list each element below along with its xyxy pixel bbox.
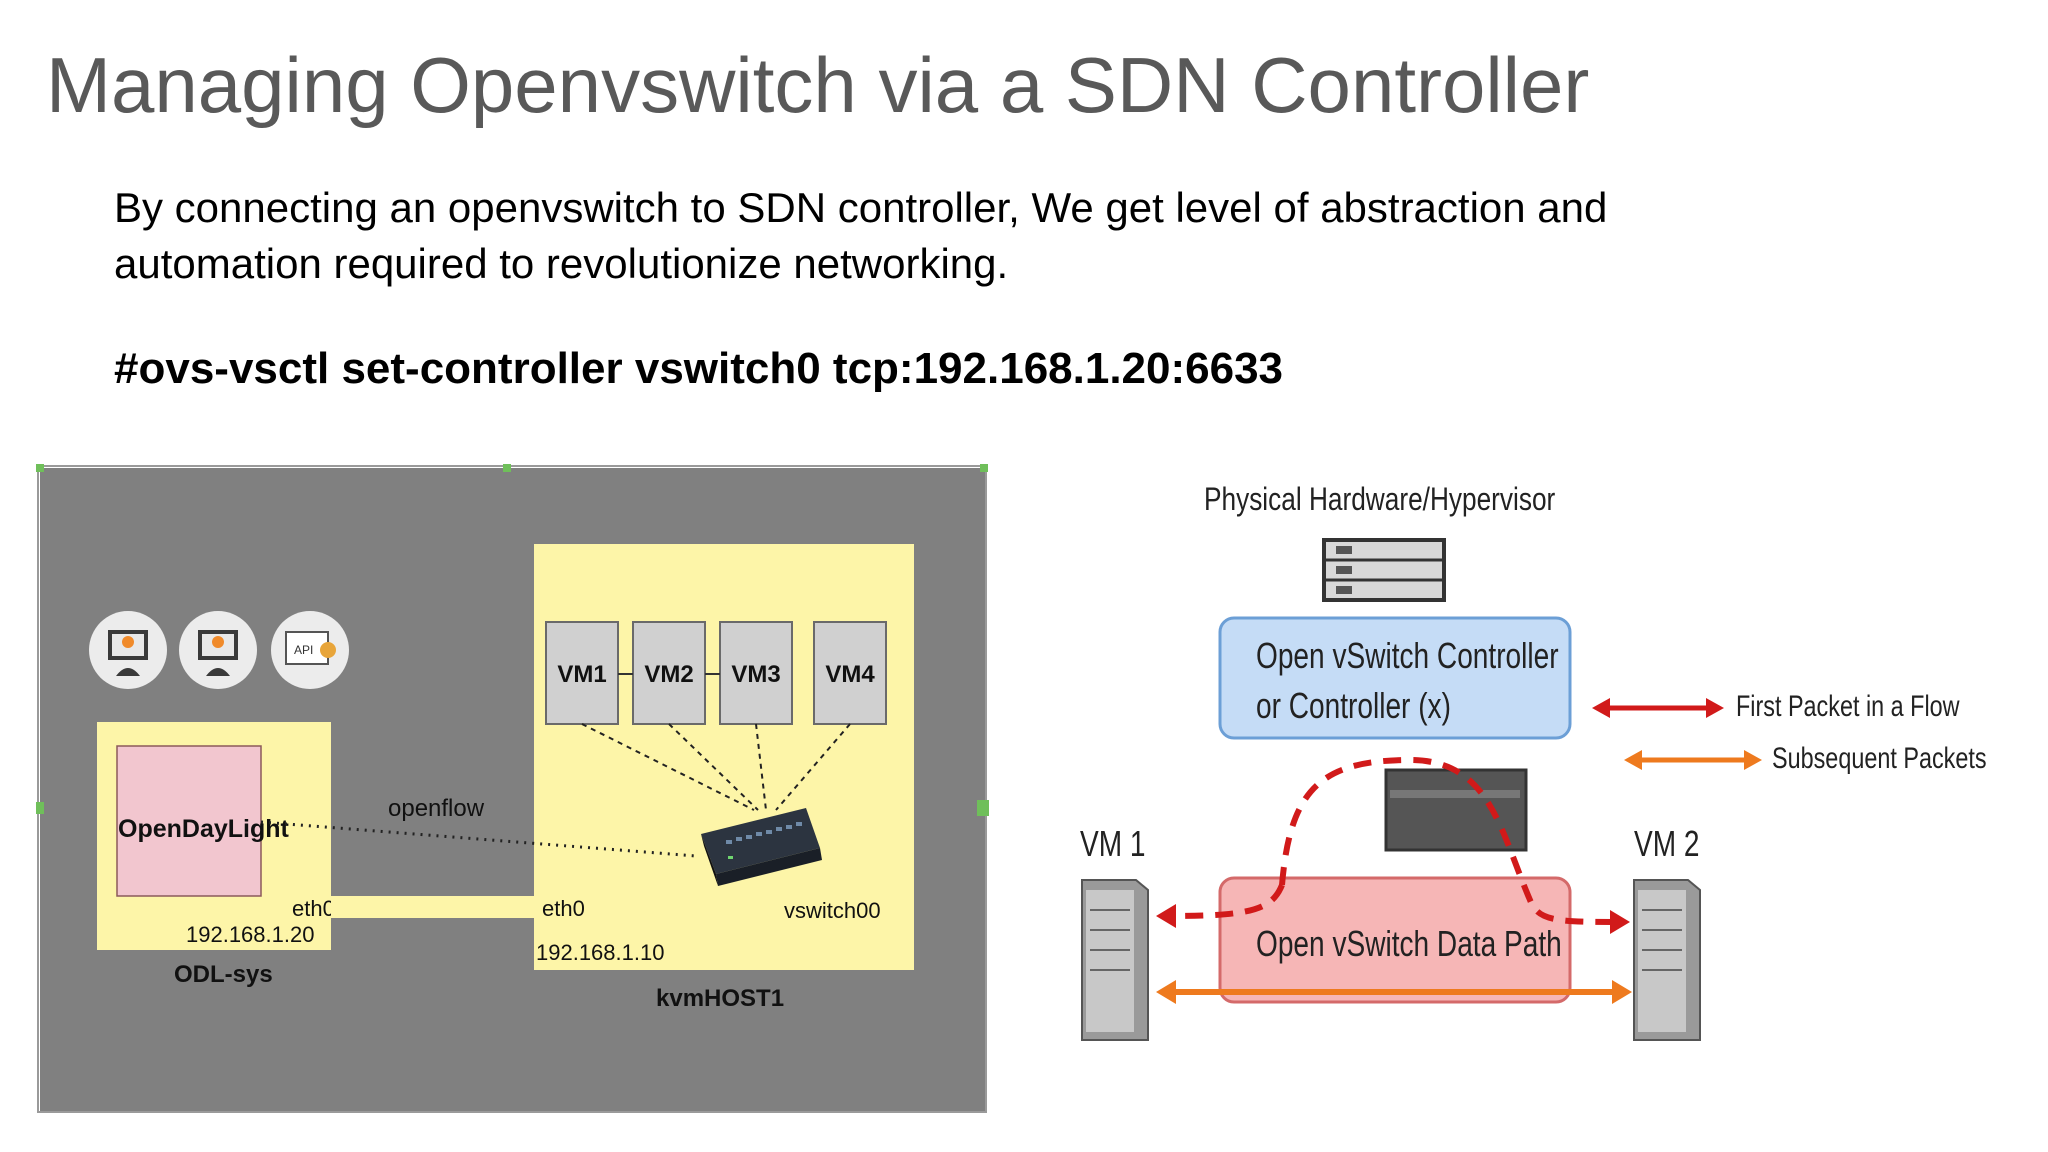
user-icon — [179, 611, 257, 689]
ovs-vsctl-command: #ovs-vsctl set-controller vswitch0 tcp:1… — [114, 344, 1284, 393]
body-line-1: By connecting an openvswitch to SDN cont… — [114, 184, 1608, 231]
svg-text:VM1: VM1 — [557, 661, 606, 688]
svg-text:VM3: VM3 — [731, 661, 780, 688]
resize-handle[interactable] — [36, 802, 44, 814]
controller-label-line-1: Open vSwitch Controller — [1256, 636, 1559, 676]
opendaylight-label: OpenDayLight — [118, 815, 290, 843]
vswitch-label: vswitch00 — [784, 898, 881, 923]
vm1-label: VM 1 — [1080, 824, 1146, 864]
api-icon: API — [271, 611, 349, 689]
legend-subsequent-packets: Subsequent Packets — [1624, 741, 1987, 775]
openflow-link — [260, 820, 697, 858]
slide-title: Managing Openvswitch via a SDN Controlle… — [46, 41, 1590, 129]
resize-handle[interactable] — [503, 464, 511, 472]
kvmhost1-box — [534, 544, 914, 970]
controller-label-line-2: or Controller (x) — [1256, 686, 1451, 726]
arrowhead — [1610, 910, 1630, 934]
svg-text:Subsequent Packets: Subsequent Packets — [1772, 741, 1987, 774]
hypervisor-label: Physical Hardware/Hypervisor — [1204, 483, 1556, 518]
vswitch-icon — [701, 808, 822, 886]
ovs-datapath-box — [1218, 876, 1572, 1004]
resize-handle[interactable] — [980, 464, 988, 472]
slide-body-text: By connecting an openvswitch to SDN cont… — [114, 180, 1914, 292]
ovs-controller-box — [1218, 616, 1572, 740]
svg-text:API: API — [294, 643, 313, 657]
user-icon — [89, 611, 167, 689]
vm2-label: VM 2 — [1634, 824, 1700, 864]
openflow-label: openflow — [388, 795, 485, 822]
resize-handle[interactable] — [36, 464, 44, 472]
vm-box: VM4 — [813, 621, 887, 725]
resize-handle[interactable] — [977, 800, 989, 816]
first-packet-path — [1279, 756, 1617, 925]
vm2-server-icon — [1633, 879, 1701, 1041]
odl-eth0-label: eth0 — [292, 896, 335, 921]
odl-ip-label: 192.168.1.20 — [186, 922, 314, 947]
svg-text:First Packet in a Flow: First Packet in a Flow — [1736, 689, 1960, 722]
vm-switch-links — [581, 723, 851, 811]
odl-topology-diagram: API OpenDayLight eth0 192.168.1.20 ODL-s… — [36, 464, 998, 1116]
opendaylight-controller-box — [116, 745, 262, 897]
vm1-server-icon — [1081, 879, 1149, 1041]
legend-first-packet: First Packet in a Flow — [1592, 689, 1960, 723]
eth-link — [331, 896, 565, 918]
kvm-eth0-label: eth0 — [542, 896, 585, 921]
body-line-2: automation required to revolutionize net… — [114, 240, 1009, 287]
vm-box: VM3 — [719, 621, 793, 725]
odl-sys-label: ODL-sys — [174, 961, 273, 988]
datapath-label: Open vSwitch Data Path — [1256, 924, 1562, 964]
svg-text:VM4: VM4 — [825, 661, 875, 688]
vm-box: VM2 — [632, 621, 706, 725]
kvmhost1-label: kvmHOST1 — [656, 985, 784, 1012]
ovs-controller-flow-diagram: Physical Hardware/Hypervisor Open vSwitc… — [1060, 470, 1990, 1070]
svg-text:VM2: VM2 — [644, 661, 693, 688]
arrowhead — [1156, 904, 1176, 928]
kvm-ip-label: 192.168.1.10 — [536, 940, 664, 965]
vm-box: VM1 — [545, 621, 619, 725]
